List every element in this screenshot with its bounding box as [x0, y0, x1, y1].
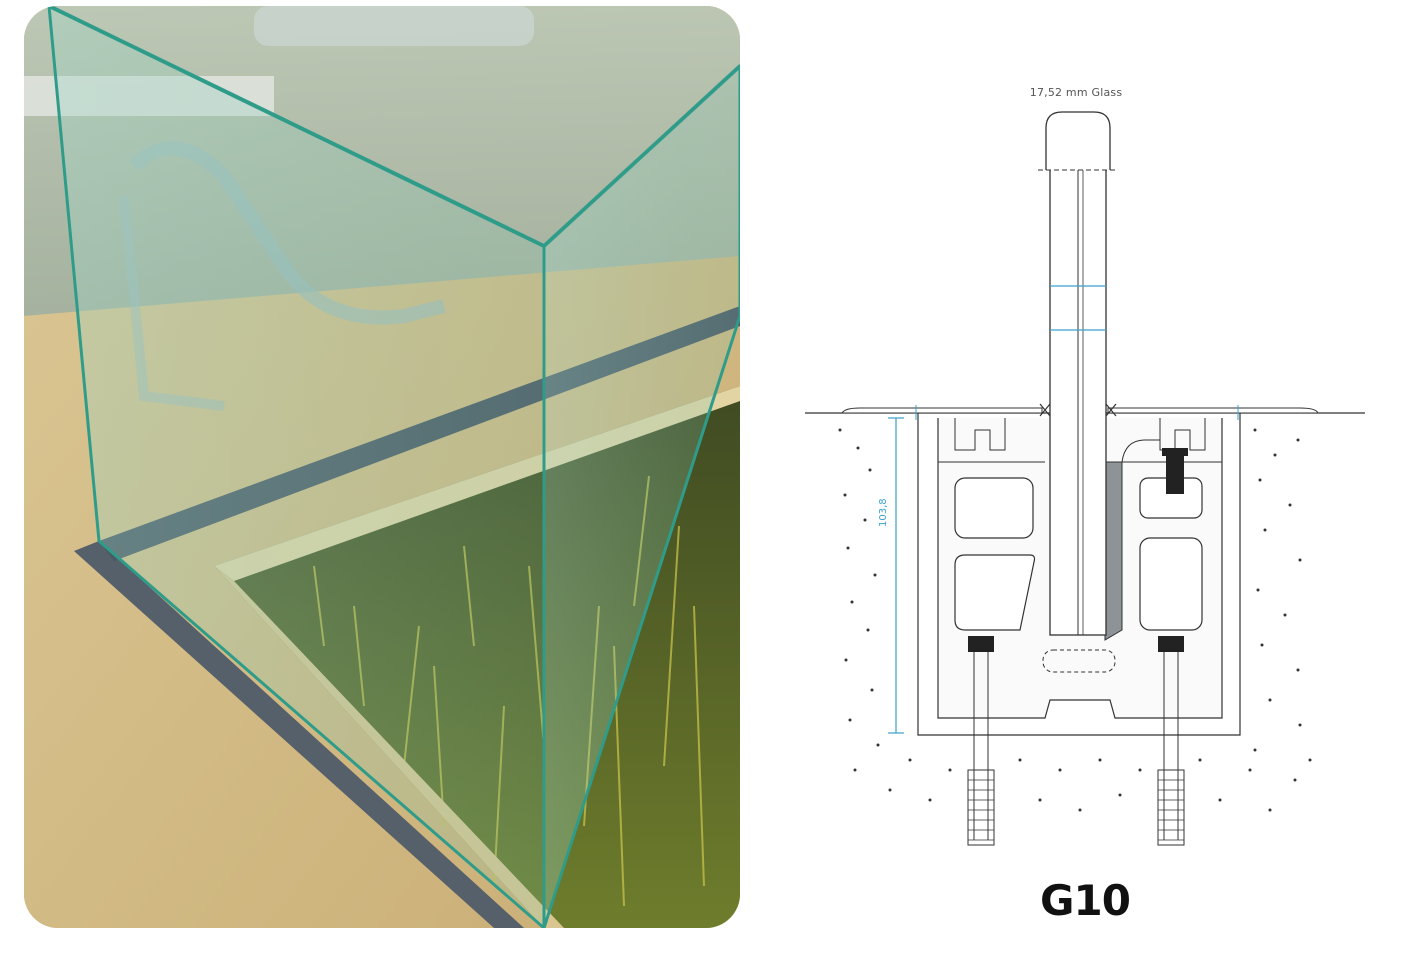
product-photo [24, 6, 740, 928]
glass-wedge [1104, 461, 1123, 641]
clamp-bolt [1166, 452, 1184, 494]
height-dimension-label: 103,8 [878, 498, 889, 527]
photo-illustration [24, 6, 740, 928]
anchor-bolt-right [1157, 636, 1185, 846]
model-name: G10 [1040, 876, 1131, 925]
anchor-bolt-left [967, 636, 995, 846]
technical-section-drawing [805, 111, 1365, 846]
concrete-texture [838, 428, 1312, 812]
base-channel-outline [917, 413, 1241, 736]
handrail-cap [1045, 111, 1111, 170]
glass-thickness-label: 17,52 mm Glass [1029, 86, 1123, 99]
